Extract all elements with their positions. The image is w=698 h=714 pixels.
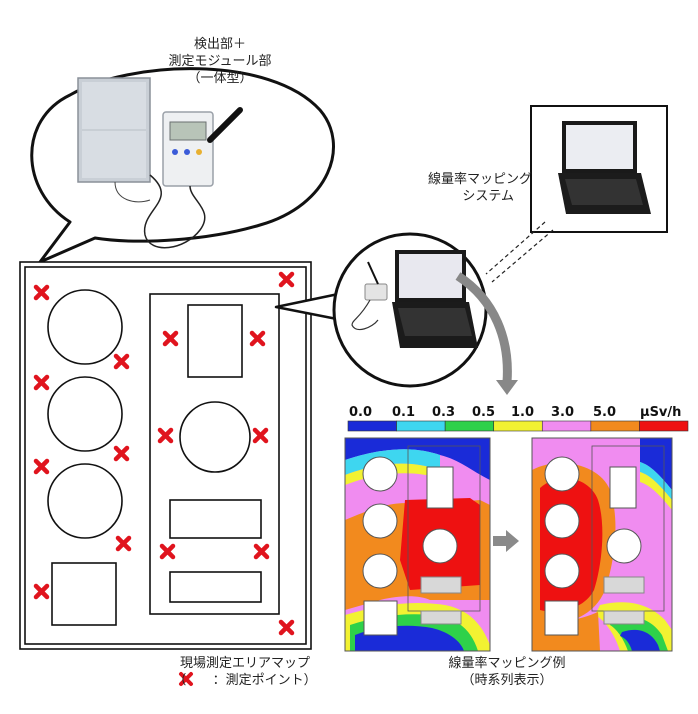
laptop-icon [392,250,478,348]
detector-unit [77,77,151,183]
system-label: 線量率マッピング システム [372,171,532,205]
dose-rate-map-after [531,437,673,652]
field-area-map [19,261,312,650]
map-label-line2: （ ：測定ポイント） [150,672,340,689]
measurement-point-x-icon [278,271,295,288]
measurement-point-x-icon [159,543,176,560]
measurement-point-x-icon [33,458,50,475]
color-scale-segment [639,420,689,432]
measurement-point-x-icon [33,583,50,600]
color-scale-segment [444,420,495,432]
measurement-point-x-icon [278,619,295,636]
device-label: 検出部＋ 測定モジュール部 （一体型） [150,36,290,87]
mapping-label-line1: 線量率マッピング例 [448,656,566,671]
measurement-point-x-icon [179,672,193,686]
color-scale-segment [396,420,446,432]
mapping-label-line2: （時系列表示） [461,673,553,688]
color-scale-tick-label: 0.3 [432,405,456,420]
color-scale-segment [541,420,592,432]
measurement-points [33,271,295,636]
color-scale-unit: μSv/h [640,405,682,420]
map-label-line2-suffix: ：測定ポイント） [212,673,317,688]
color-scale-tick-label: 0.1 [392,405,416,420]
measurement-point-x-icon [252,427,269,444]
device-label-line1: 検出部＋ [193,37,246,52]
arrow-down-icon [496,380,518,395]
system-label-line1: 線量率マッピング [427,172,532,187]
color-scale-segment [590,420,640,432]
measurement-point-x-icon [157,427,174,444]
device-label-line2: 測定モジュール部 [168,54,272,69]
color-scale-segment [347,420,397,432]
measurement-module [114,107,243,249]
device-label-line3: （一体型） [187,71,253,86]
color-scale-segment [493,420,543,432]
measurement-point-x-icon [113,353,130,370]
map-label: 現場測定エリアマップ （ ：測定ポイント） [150,655,340,689]
measurement-point-x-icon [162,330,179,347]
mapping-label: 線量率マッピング例 （時系列表示） [412,655,602,689]
measurement-point-x-icon [115,535,132,552]
arrow-right-icon [493,530,519,552]
color-scale-bar [347,420,689,432]
map-label-line1: 現場測定エリアマップ [179,656,310,671]
measurement-point-x-icon [33,374,50,391]
color-scale-tick-label: 3.0 [551,405,575,420]
measurement-point-x-icon [253,543,270,560]
system-label-line2: システム [462,189,514,204]
measurement-point-x-icon [249,330,266,347]
laptop-photo [530,105,668,233]
color-scale-tick-label: 5.0 [593,405,617,420]
color-scale-tick-label: 0.5 [472,405,496,420]
zoom-dashed-lines [485,221,554,283]
color-scale-tick-label: 1.0 [511,405,535,420]
measurement-point-x-icon [33,284,50,301]
color-scale-tick-label: 0.0 [349,405,373,420]
sensor-device-icon [351,261,388,331]
map-label-line2-prefix: （ [173,673,187,688]
measurement-point-x-icon [113,445,130,462]
dose-rate-map-before [344,437,491,652]
